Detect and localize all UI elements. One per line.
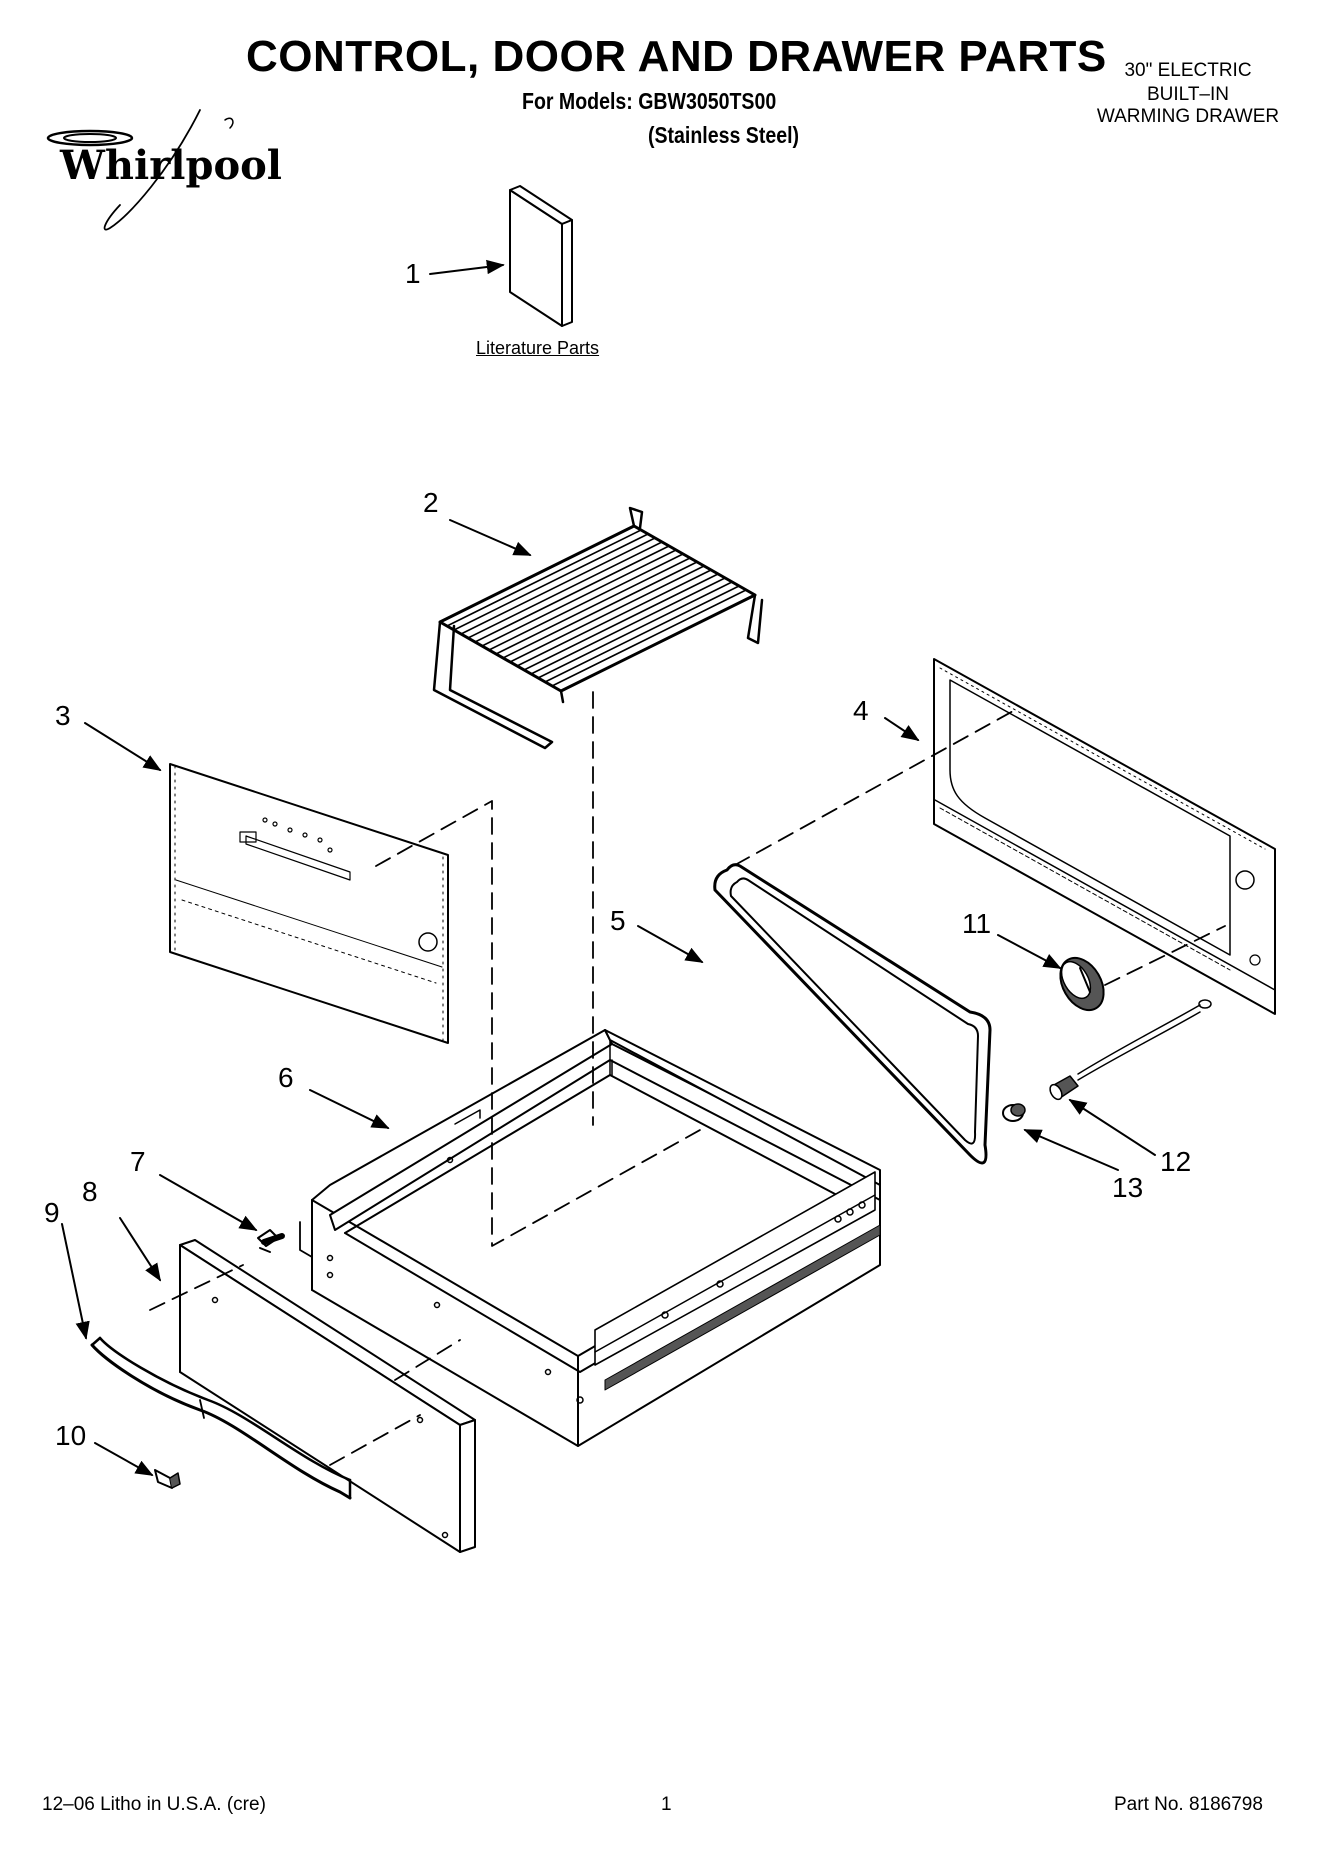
product-line-3: WARMING DRAWER xyxy=(1096,106,1280,127)
callout-8: 8 xyxy=(82,1176,98,1207)
part-10-handle-end-cap xyxy=(155,1470,180,1488)
model-finish: (Stainless Steel) xyxy=(648,122,800,148)
callout-1: 1 xyxy=(405,258,421,289)
part-9-drawer-handle xyxy=(92,1338,350,1498)
footer-page-number: 1 xyxy=(661,1794,672,1815)
callout-13: 13 xyxy=(1112,1172,1144,1203)
page-title: CONTROL, DOOR AND DRAWER PARTS xyxy=(246,32,1107,81)
part-8-drawer-front xyxy=(180,1240,475,1552)
callout-4: 4 xyxy=(853,695,869,726)
callout-2: 2 xyxy=(423,487,439,518)
footer-part-number: Part No. 8186798 xyxy=(1114,1794,1263,1815)
whirlpool-swirl-logo xyxy=(48,110,233,230)
part-13-bumper xyxy=(1003,1104,1025,1121)
whirlpool-logo-text: Whirlpool xyxy=(60,142,282,189)
callout-12: 12 xyxy=(1160,1146,1192,1177)
model-number: For Models: GBW3050TS00 xyxy=(522,88,777,114)
part-3-control-panel xyxy=(170,764,448,1043)
part-11-control-knob xyxy=(1052,950,1113,1017)
part-12-thermostat-probe xyxy=(1048,1000,1211,1101)
product-line-1: 30" ELECTRIC xyxy=(1124,60,1252,81)
callout-10: 10 xyxy=(55,1420,87,1451)
part-7-shoulder-screw xyxy=(258,1230,282,1252)
callout-11: 11 xyxy=(962,908,992,939)
callout-leaders xyxy=(62,259,1155,1475)
part-2-wire-rack xyxy=(434,508,762,748)
callout-6: 6 xyxy=(278,1062,294,1093)
callout-5: 5 xyxy=(610,905,626,936)
callout-7: 7 xyxy=(130,1146,146,1177)
callout-9: 9 xyxy=(44,1197,60,1228)
footer-print-info: 12–06 Litho in U.S.A. (cre) xyxy=(42,1794,266,1815)
product-line-2: BUILT–IN xyxy=(1146,84,1229,105)
literature-parts-label: Literature Parts xyxy=(476,338,600,358)
callout-3: 3 xyxy=(55,700,71,731)
assembly-guide-lines xyxy=(150,692,1225,1465)
part-4-rear-panel xyxy=(934,659,1275,1014)
part-1-literature-booklet xyxy=(510,186,572,326)
part-6-drawer-box xyxy=(300,1030,880,1446)
